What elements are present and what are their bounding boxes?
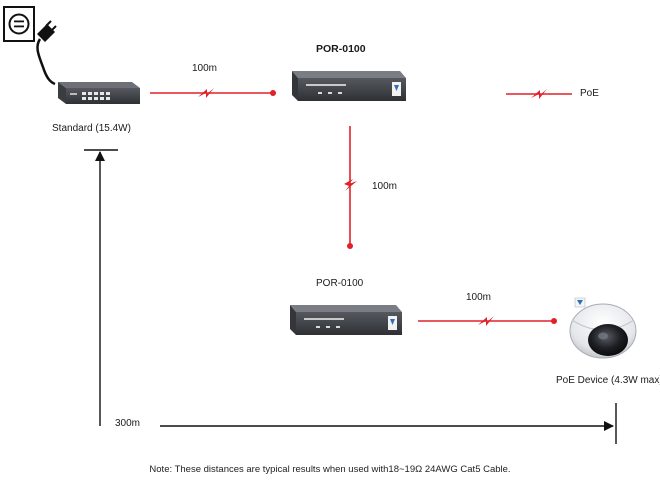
link-3-distance-label: 100m	[466, 292, 492, 303]
total-span-label: 300m	[115, 418, 141, 429]
power-plug-icon	[36, 20, 57, 86]
power-outlet-icon	[3, 6, 35, 42]
repeater-1-label: POR-0100	[316, 43, 366, 55]
switch-label: Standard (15.4W)	[52, 123, 131, 134]
link-2-distance-label: 100m	[372, 181, 398, 192]
poe-link-repeater-to-repeater	[344, 126, 357, 249]
poe-repeater-2-icon	[290, 305, 402, 335]
poe-legend-label: PoE	[580, 88, 599, 99]
poe-switch-icon	[58, 82, 140, 104]
legend-poe-line	[506, 89, 572, 99]
cable-note: Note: These distances are typical result…	[149, 464, 511, 475]
poe-device-label: PoE Device (4.3W max)	[556, 375, 660, 386]
total-span-arrows	[84, 149, 617, 444]
repeater-2-label: POR-0100	[316, 278, 364, 289]
poe-link-switch-to-repeater	[150, 88, 276, 98]
poe-link-repeater-to-device	[418, 316, 557, 326]
link-1-distance-label: 100m	[192, 63, 218, 74]
dome-camera-icon	[569, 297, 637, 359]
poe-repeater-1-icon	[292, 71, 406, 101]
